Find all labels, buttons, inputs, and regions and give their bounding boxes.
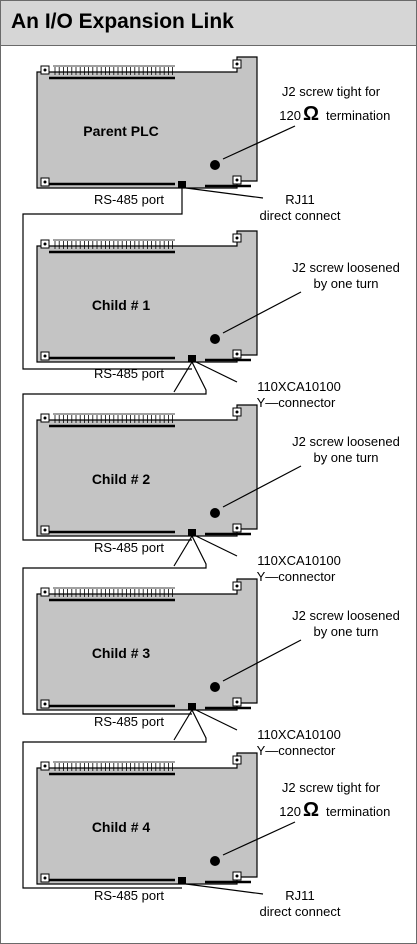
screw-note-line1: J2 screw tight for (282, 780, 381, 795)
terminal-strip (53, 761, 175, 771)
terminal-strip (53, 587, 175, 597)
screw-leader (222, 465, 302, 508)
screw-note-line1: J2 screw loosened (292, 260, 400, 275)
connector-leader (195, 361, 238, 383)
screw-leader (222, 821, 296, 856)
screw-note-line1: J2 screw tight for (282, 84, 381, 99)
mount-hole-center (235, 584, 239, 588)
y-connector-left-leg (173, 709, 193, 741)
mount-hole-center (43, 68, 47, 72)
screw-note-line1: J2 screw loosened (292, 434, 400, 449)
mount-hole-center (43, 242, 47, 246)
mount-hole-center (43, 180, 47, 184)
mount-hole-center (235, 700, 239, 704)
unit-name: Child # 4 (92, 819, 151, 835)
connector-note-line1: 110XCA10100 (257, 553, 341, 568)
screw-note-line2: by one turn (313, 450, 378, 465)
connector-note-line1: 110XCA10100 (257, 379, 341, 394)
rs485-port (178, 877, 186, 884)
screw-note-number: 120 (279, 108, 301, 123)
rs485-port (178, 181, 186, 188)
mount-hole-center (235, 410, 239, 414)
connector-note-line2: Y—connector (257, 569, 336, 584)
cable-parent-to-child1 (22, 188, 192, 370)
j2-screw (210, 856, 220, 866)
figure-header: An I/O Expansion Link (1, 1, 416, 46)
screw-note-termination: termination (326, 804, 390, 819)
y-connector-left-leg (173, 361, 193, 393)
connector-note-line1: 110XCA10100 (257, 727, 341, 742)
mount-hole-center (235, 178, 239, 182)
y-connector-left-leg (173, 535, 193, 567)
connector-note-line1: RJ11 (285, 888, 314, 903)
rs485-port-label: RS-485 port (94, 888, 164, 903)
unit-name: Parent PLC (83, 123, 158, 139)
connector-note-line2: direct connect (260, 208, 341, 223)
connector-leader (185, 187, 264, 199)
screw-note-number: 120 (279, 804, 301, 819)
mount-hole-center (43, 702, 47, 706)
connector-leader (195, 709, 238, 731)
screw-note-line1: J2 screw loosened (292, 608, 400, 623)
mount-hole-center (235, 352, 239, 356)
terminal-strip (53, 239, 175, 249)
cable-child-3-to-child-4 (22, 709, 207, 889)
rs485-port (188, 529, 196, 536)
mount-hole-center (43, 416, 47, 420)
terminal-strip (53, 413, 175, 423)
connector-leader (185, 883, 264, 895)
rs485-port (188, 355, 196, 362)
j2-screw (210, 682, 220, 692)
rs485-port-label: RS-485 port (94, 192, 164, 207)
screw-note-line2: by one turn (313, 624, 378, 639)
mount-hole-center (43, 528, 47, 532)
mount-hole-center (43, 876, 47, 880)
connector-leader (195, 535, 238, 557)
connector-note-line2: direct connect (260, 904, 341, 919)
rs485-port-label: RS-485 port (94, 540, 164, 555)
cable-child-2-to-child-3 (22, 535, 207, 715)
j2-screw (210, 160, 220, 170)
unit-name: Child # 3 (92, 645, 151, 661)
mount-hole-center (235, 758, 239, 762)
rs485-port-label: RS-485 port (94, 366, 164, 381)
terminal-strip (53, 65, 175, 75)
screw-note-line2: by one turn (313, 276, 378, 291)
mount-hole-center (235, 526, 239, 530)
j2-screw (210, 508, 220, 518)
connector-note-line2: Y—connector (257, 395, 336, 410)
screw-leader (222, 639, 302, 682)
cable-child-1-to-child-2 (22, 361, 207, 541)
mount-hole-center (43, 764, 47, 768)
rs485-port-label: RS-485 port (94, 714, 164, 729)
figure-title: An I/O Expansion Link (11, 10, 234, 33)
omega-symbol: Ω (303, 799, 319, 821)
screw-note-termination: termination (326, 108, 390, 123)
mount-hole-center (235, 62, 239, 66)
mount-hole-center (235, 236, 239, 240)
connector-note-line2: Y—connector (257, 743, 336, 758)
mount-hole-center (43, 354, 47, 358)
rs485-port (188, 703, 196, 710)
cable-layer (22, 188, 207, 889)
mount-hole-center (235, 874, 239, 878)
screw-leader (222, 291, 302, 334)
connector-note-line1: RJ11 (285, 192, 314, 207)
unit-name: Child # 2 (92, 471, 151, 487)
mount-hole-center (43, 590, 47, 594)
screw-leader (222, 125, 296, 160)
j2-screw (210, 334, 220, 344)
unit-name: Child # 1 (92, 297, 151, 313)
omega-symbol: Ω (303, 103, 319, 125)
